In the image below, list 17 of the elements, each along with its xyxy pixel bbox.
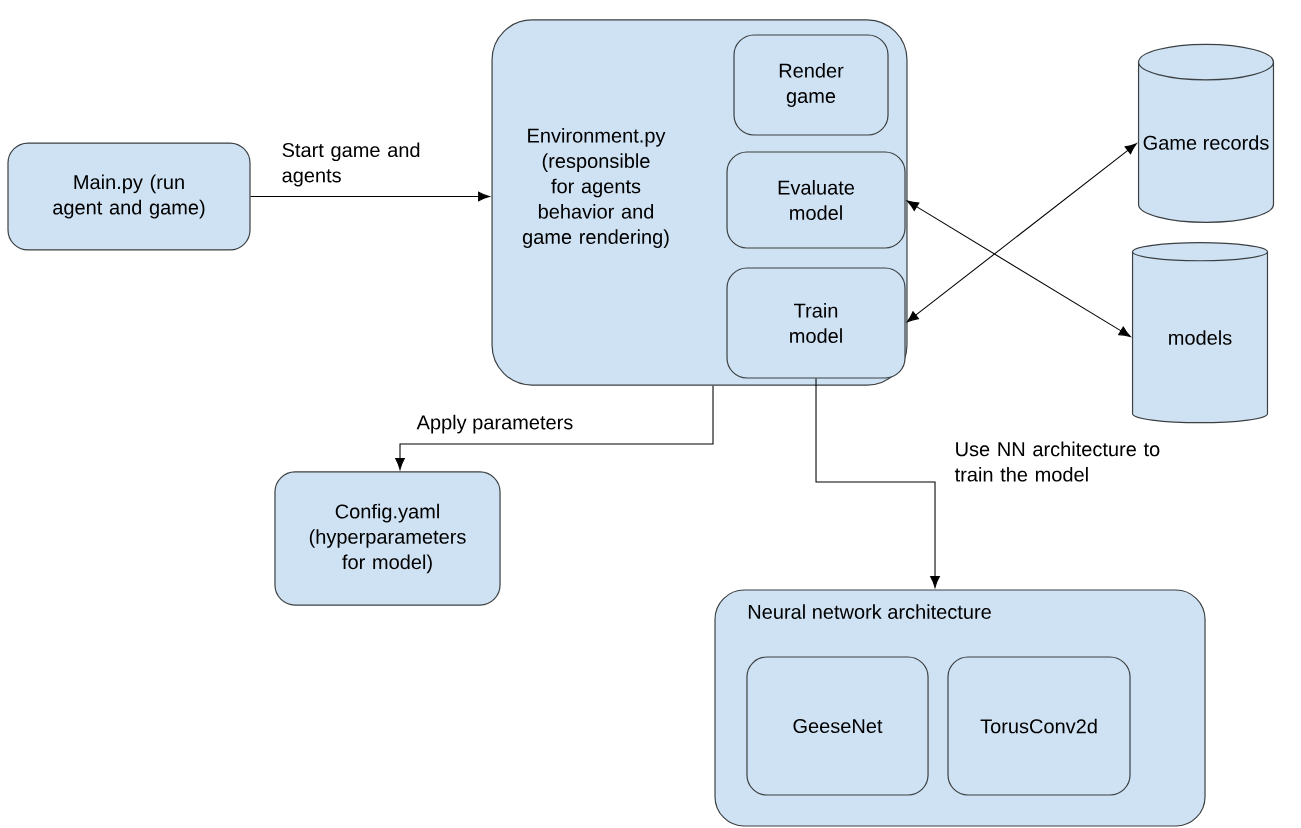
process-box: Train model [726,267,906,379]
process-box: Render game [733,34,889,136]
process-box: Evaluate model [726,151,906,249]
edge-label: Apply parameters [416,414,573,434]
arrow [250,191,490,202]
edge-label: Use NN architecture to train the model [954,441,1160,482]
arrow [395,385,714,470]
arrow [906,200,1131,337]
process-box: GeeseNet [746,656,929,796]
database-cylinder: Game records [1137,43,1275,223]
process-box: Main.py (run agent and game) [7,142,251,251]
process-box: TorusConv2d [947,656,1131,796]
edge-label: Start game and agents [282,142,420,187]
process-box: Config.yaml (hyperparameters for model) [274,471,501,606]
database-cylinder: models [1131,242,1269,424]
arrow [906,143,1137,323]
arrow [815,378,940,588]
